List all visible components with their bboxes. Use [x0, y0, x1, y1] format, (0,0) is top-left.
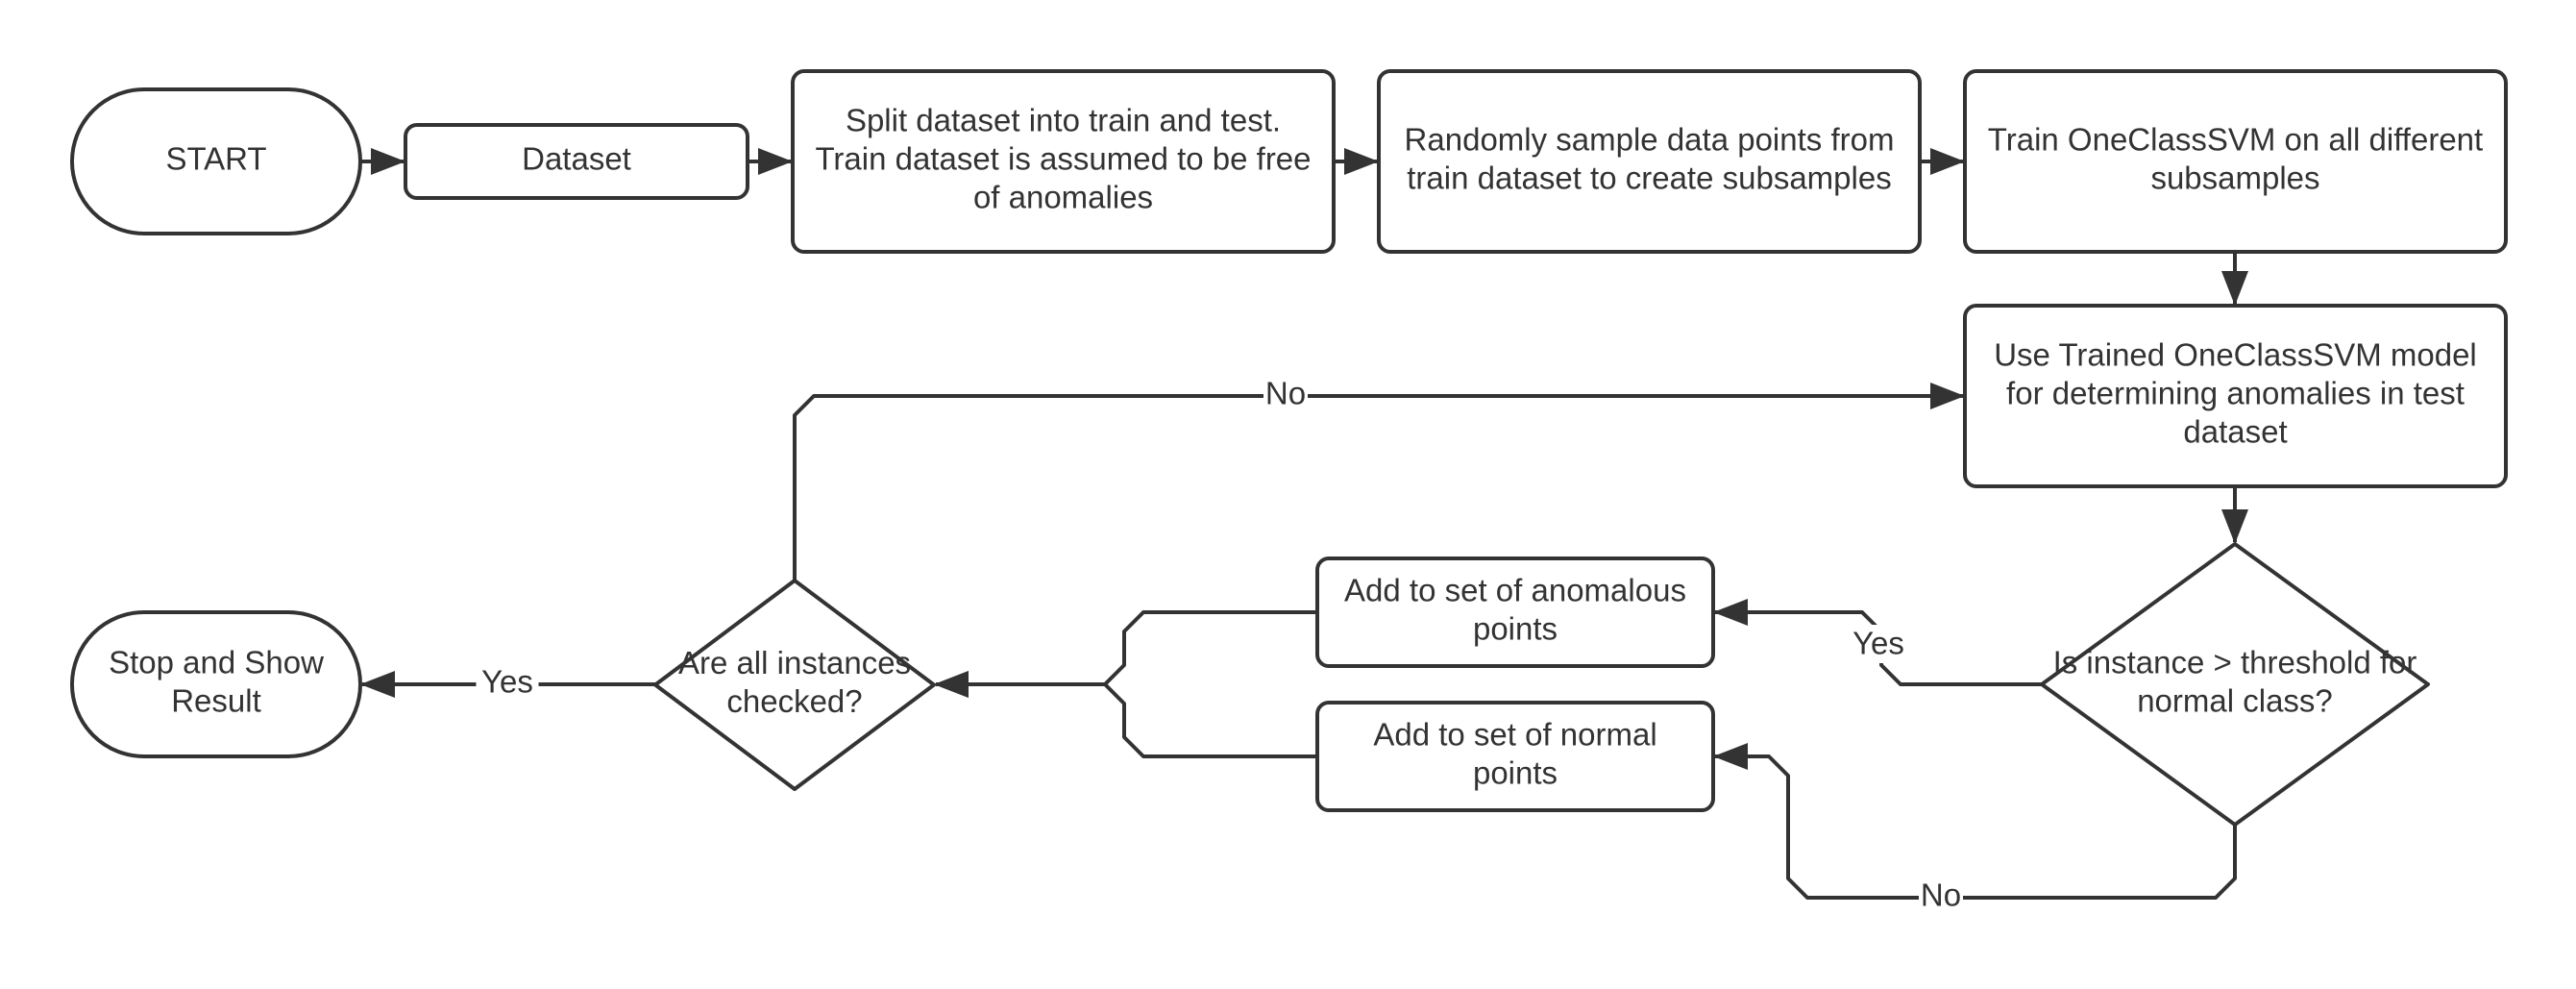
- decision-diamond: [2040, 542, 2430, 827]
- node-label-line: Split dataset into train and test.: [846, 103, 1281, 138]
- terminal-shape: [70, 610, 362, 758]
- process-box: [1963, 304, 2508, 488]
- edge-label: Yes: [1847, 625, 1910, 663]
- edge-all-checked-to-use-model: [793, 383, 1965, 581]
- terminal-shape: [70, 87, 362, 235]
- node-label-line: Add to set of anomalous: [1344, 573, 1686, 608]
- node-dataset: Dataset: [404, 123, 749, 200]
- node-label-line: START: [165, 141, 266, 177]
- process-box: [791, 69, 1336, 254]
- node-label-line: subsamples: [2150, 161, 2319, 196]
- node-label-line: Use Trained OneClassSVM model: [1994, 337, 2477, 373]
- edge-normal-to-all-checked: [934, 671, 1317, 758]
- node-label-line: normal class?: [2137, 683, 2333, 719]
- edge-label-text: Yes: [481, 664, 533, 700]
- edge-label: Yes: [476, 663, 539, 702]
- node-label-line: Train OneClassSVM on all different: [1988, 122, 2483, 158]
- node-label-line: Is instance > threshold for: [2053, 645, 2417, 680]
- process-box: [1963, 69, 2508, 254]
- edge-label-background: [1263, 375, 1308, 413]
- edge-label-text: Yes: [1852, 626, 1904, 661]
- decision-diamond: [653, 579, 936, 791]
- process-box: [404, 123, 749, 200]
- node-split: Split dataset into train and test.Train …: [791, 69, 1336, 254]
- process-box: [1315, 556, 1715, 668]
- edges-layer: [360, 148, 2248, 900]
- node-label-line: for determining anomalies in test: [2006, 376, 2465, 411]
- edge-label: No: [1919, 877, 1963, 915]
- edge-label: No: [1263, 375, 1308, 413]
- node-label-line: checked?: [726, 683, 862, 719]
- node-label-line: Train dataset is assumed to be free: [815, 141, 1311, 177]
- edge-label-background: [476, 663, 539, 702]
- node-label-line: of anomalies: [973, 180, 1153, 215]
- node-label-line: Randomly sample data points from: [1405, 122, 1895, 158]
- node-label-line: points: [1473, 611, 1558, 647]
- node-label-line: Stop and Show: [109, 645, 324, 680]
- node-label-line: train dataset to create subsamples: [1407, 161, 1891, 196]
- edge-anomalous-to-all-checked: [934, 610, 1317, 698]
- edge-label-background: [1919, 877, 1963, 915]
- nodes-layer: START Dataset Split dataset into train and…: [70, 69, 2508, 827]
- node-start: START: [70, 87, 362, 235]
- node-label-line: Are all instances: [678, 645, 911, 680]
- node-label-line: points: [1473, 755, 1558, 791]
- node-label-line: Result: [171, 683, 261, 719]
- process-box: [1315, 701, 1715, 812]
- node-label-line: dataset: [2183, 414, 2287, 450]
- edge-label-background: [1847, 625, 1910, 663]
- process-box: [1377, 69, 1922, 254]
- edge-threshold-to-normal: [1713, 743, 2237, 900]
- node-label-line: Add to set of normal: [1373, 717, 1656, 753]
- edge-label-text: No: [1265, 376, 1306, 411]
- edge-label-text: No: [1921, 878, 1961, 913]
- node-label-line: Dataset: [522, 141, 631, 177]
- node-train: Train OneClassSVM on all differentsubsam…: [1963, 69, 2508, 254]
